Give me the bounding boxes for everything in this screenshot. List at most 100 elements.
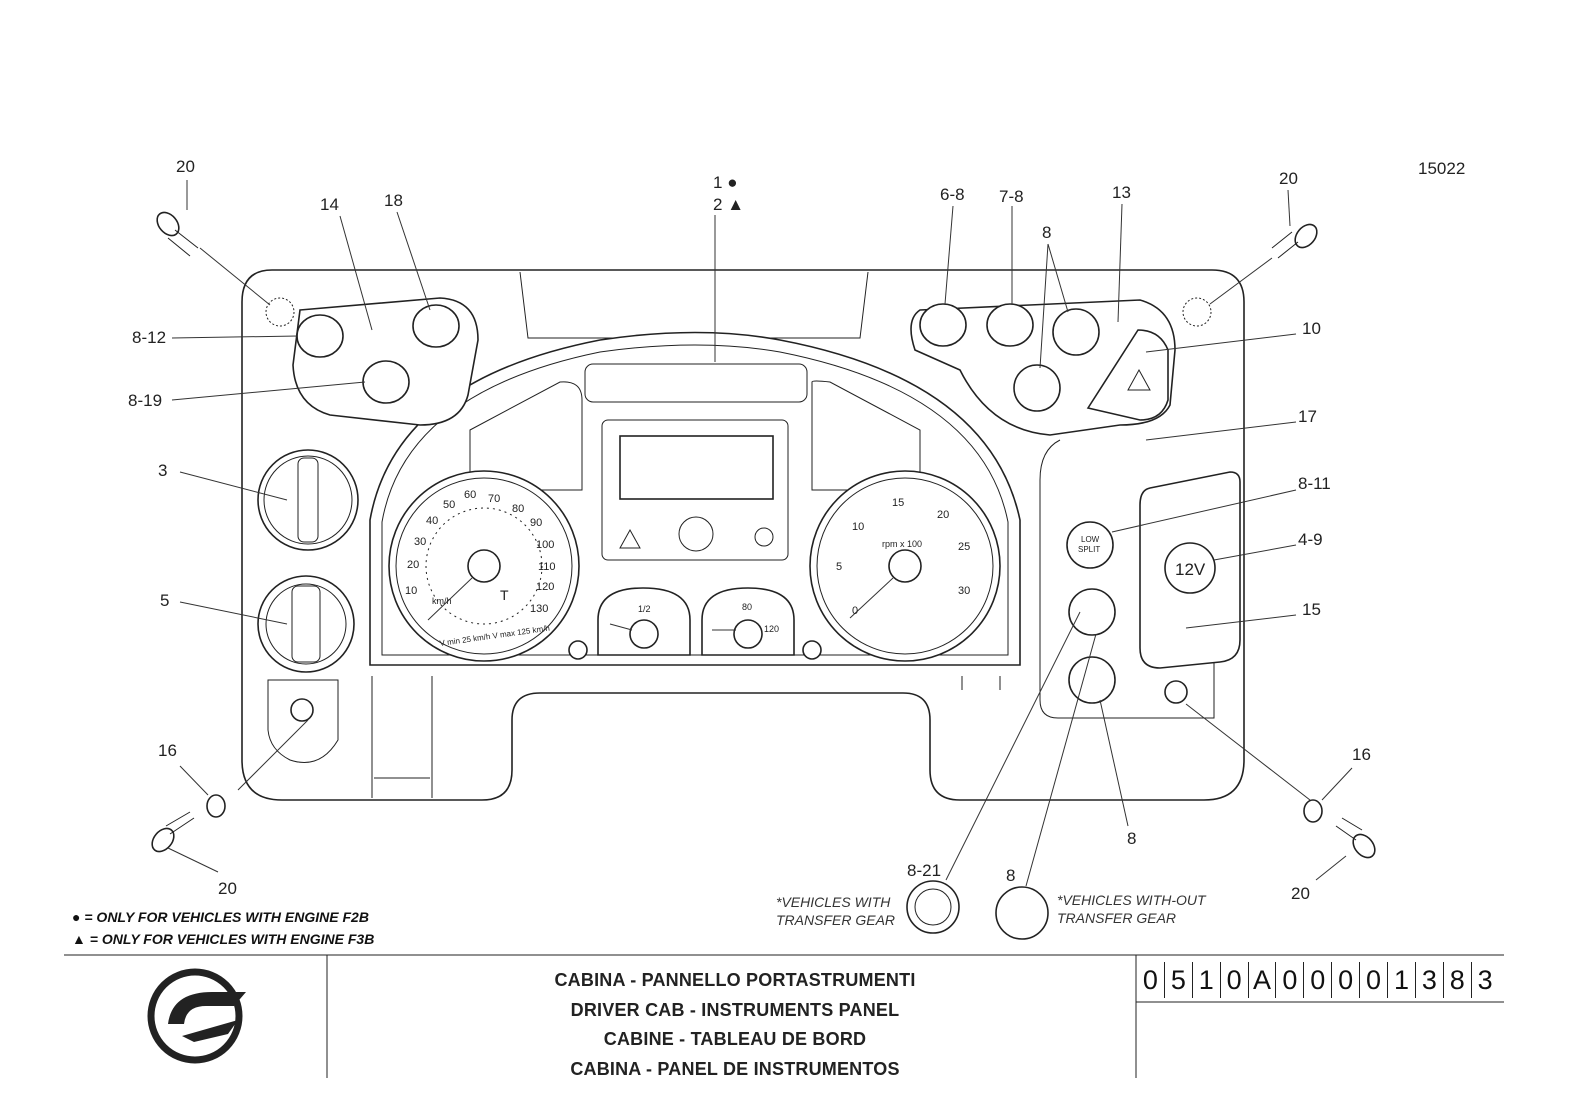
note-without-transfer-2: TRANSFER GEAR (1057, 910, 1176, 926)
fuel-label-half: 1/2 (638, 604, 651, 614)
title-block-frame (64, 954, 1504, 1078)
temperature-gauge (701, 587, 795, 656)
speedo-label-40: 40 (426, 515, 438, 527)
speedo-label-20: 20 (407, 559, 419, 571)
callout-7-8: 7-8 (999, 187, 1024, 206)
speedometer (388, 470, 580, 662)
power-socket-12v (1164, 542, 1216, 594)
speedo-label-130: 130 (530, 603, 548, 615)
speedo-label-90: 90 (530, 517, 542, 529)
tacho-unit: rpm x 100 (882, 539, 922, 549)
callout-15: 15 (1302, 600, 1321, 619)
hazard-switch (1086, 329, 1169, 421)
callout-8-middle: 8 (1127, 829, 1136, 848)
socket-label: 12V (1175, 560, 1206, 579)
code-char: 0 (1221, 962, 1249, 998)
tacho-label-25: 25 (958, 541, 970, 553)
temp-label-80: 80 (742, 602, 752, 612)
transfer-gear-switch (1068, 588, 1116, 636)
tachometer (809, 470, 1001, 662)
speedo-label-80: 80 (512, 503, 524, 515)
warning-light-strip (584, 363, 808, 403)
info-icon (754, 527, 774, 547)
low-split-switch (1066, 521, 1114, 569)
code-char: A (1249, 962, 1277, 998)
part-code: 0 5 1 0 A 0 0 0 0 1 3 8 3 (1137, 962, 1499, 1000)
legend-f2b-symbol: ● (72, 909, 81, 925)
spacer-bottom-right (1303, 799, 1323, 823)
title-french: CABINE - TABLEAU DE BORD (603, 1029, 867, 1049)
screw-top-right (1271, 223, 1318, 259)
tacho-label-30: 30 (958, 585, 970, 597)
screw-bottom-left (151, 811, 195, 853)
legend-f3b-symbol: ▲ (72, 931, 86, 947)
switch-blank-bottom (1013, 364, 1061, 412)
legend-f3b: ▲ = ONLY FOR VEHICLES WITH ENGINE F3B (72, 931, 374, 947)
note-with-transfer-1: *VEHICLES WITH (776, 894, 891, 910)
hazard-triangle-icon (1127, 368, 1151, 391)
code-char: 0 (1332, 962, 1361, 998)
switch-8-19 (362, 360, 410, 404)
screw-left-lower (290, 698, 314, 722)
callout-16-left: 16 (158, 741, 177, 760)
speedo-label-30: 30 (414, 536, 426, 548)
code-char: 0 (1360, 962, 1389, 998)
callout-18: 18 (384, 191, 403, 210)
speedo-label-100: 100 (536, 539, 554, 551)
callout-14: 14 (320, 195, 339, 214)
code-char: 5 (1165, 962, 1193, 998)
code-char: 0 (1137, 962, 1165, 998)
speedo-label-50: 50 (443, 499, 455, 511)
right-indicator-panel (811, 380, 921, 491)
screw-right-lower (1164, 680, 1188, 704)
speedo-letter-t: T (500, 587, 509, 603)
mount-hole-tl (265, 297, 295, 327)
switch-18 (412, 304, 460, 348)
switch-6-8 (919, 303, 967, 347)
callout-10: 10 (1302, 319, 1321, 338)
callout-20-bottom-left: 20 (218, 879, 237, 898)
code-char: 1 (1388, 962, 1416, 998)
callout-8-12: 8-12 (132, 328, 166, 347)
callout-17: 17 (1298, 407, 1317, 426)
manufacturer-logo (147, 968, 246, 1064)
callout-3: 3 (158, 461, 167, 480)
callout-8-11: 8-11 (1298, 474, 1331, 493)
fuel-gauge (597, 587, 691, 656)
note-with-transfer-2: TRANSFER GEAR (776, 912, 895, 928)
switch-8-21-detail-inner (914, 888, 952, 926)
switch-8-12 (296, 314, 344, 358)
left-switch-pod (292, 297, 479, 426)
tacho-label-20: 20 (937, 509, 949, 521)
speedo-unit-kmh: km/h (432, 596, 452, 606)
switch-7-8 (986, 303, 1034, 347)
switch-blank-top (1052, 308, 1100, 356)
lcd-display-housing (601, 419, 789, 561)
temp-label-120: 120 (764, 624, 779, 634)
callout-5: 5 (160, 591, 169, 610)
right-switch-pod (910, 299, 1176, 436)
mount-hole-tr (1182, 297, 1212, 327)
callout-20-top-left: 20 (176, 157, 195, 176)
left-indicator-panel (469, 381, 583, 491)
low-split-label-split: SPLIT (1078, 545, 1100, 554)
legend-f2b: ● = ONLY FOR VEHICLES WITH ENGINE F2B (72, 909, 369, 925)
callout-20-bottom-right: 20 (1291, 884, 1310, 903)
callout-4-9: 4-9 (1298, 530, 1323, 549)
tacho-label-0: 0 (852, 605, 858, 617)
speedo-label-110: 110 (538, 561, 556, 573)
callout-20-top-right: 20 (1279, 169, 1298, 188)
note-without-transfer-1: *VEHICLES WITH-OUT (1057, 892, 1207, 908)
code-char: 1 (1193, 962, 1221, 998)
screw-bottom-right (1335, 817, 1376, 859)
drawing-number: 15022 (1418, 159, 1465, 178)
lcd-display (619, 435, 774, 500)
switch-8-blank-detail (995, 886, 1049, 940)
speedo-label-10: 10 (405, 585, 417, 597)
callout-13: 13 (1112, 183, 1131, 202)
title-spanish: CABINA - PANEL DE INSTRUMENTOS (570, 1059, 900, 1079)
title-english: DRIVER CAB - INSTRUMENTS PANEL (570, 1000, 900, 1020)
leader-lines (167, 180, 1353, 887)
callout-8-top: 8 (1042, 223, 1051, 242)
